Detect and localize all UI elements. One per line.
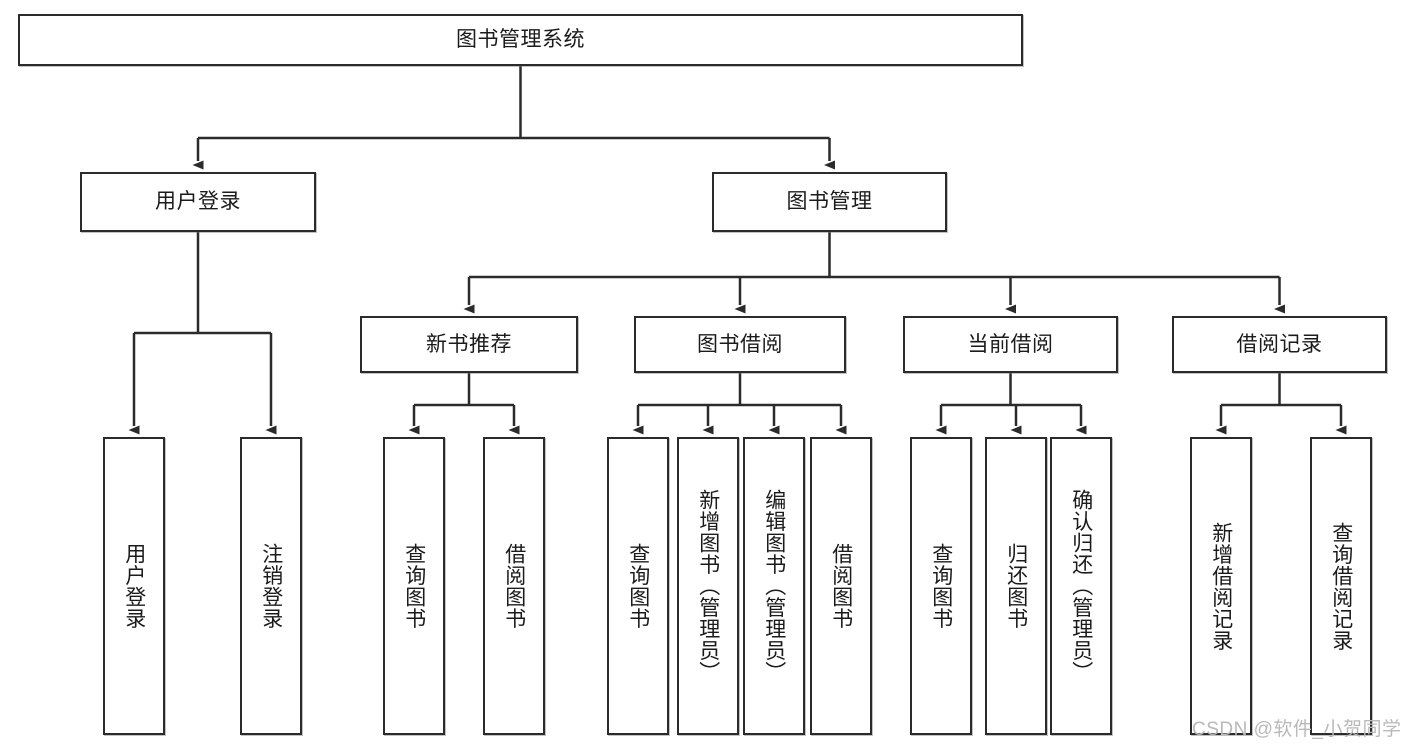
node-root[interactable]: 图书管理系统 <box>18 14 1023 66</box>
node-leaf-records-2[interactable]: 查询借阅记录 <box>1310 437 1372 735</box>
node-leaf-records-1[interactable]: 新增借阅记录 <box>1190 437 1252 735</box>
node-borrow[interactable]: 图书借阅 <box>634 316 846 373</box>
node-label-leaf-borrow-3: 编辑图书（管理员） <box>762 489 786 683</box>
node-newrec[interactable]: 新书推荐 <box>360 316 578 373</box>
csdn-watermark: CSDN @软件_小贺同学 <box>1192 719 1402 740</box>
node-label-leaf-login-2: 注销登录 <box>259 543 283 629</box>
node-label-leaf-borrow-2: 新增图书（管理员） <box>696 489 720 683</box>
node-label-leaf-newrec-2: 借阅图书 <box>502 543 526 629</box>
node-leaf-borrow-4[interactable]: 借阅图书 <box>810 437 872 735</box>
node-leaf-newrec-1[interactable]: 查询图书 <box>383 437 445 735</box>
node-bookmgr[interactable]: 图书管理 <box>712 172 947 232</box>
node-label-leaf-records-1: 新增借阅记录 <box>1209 521 1233 651</box>
node-leaf-login-2[interactable]: 注销登录 <box>240 437 302 735</box>
node-leaf-newrec-2[interactable]: 借阅图书 <box>483 437 545 735</box>
node-leaf-borrow-1[interactable]: 查询图书 <box>607 437 669 735</box>
node-label-login: 用户登录 <box>155 190 241 214</box>
node-leaf-current-3[interactable]: 确认归还（管理员） <box>1050 437 1112 735</box>
node-label-leaf-current-3: 确认归还（管理员） <box>1069 489 1093 683</box>
node-label-leaf-current-2: 归还图书 <box>1004 543 1028 629</box>
node-current[interactable]: 当前借阅 <box>903 316 1118 373</box>
node-label-leaf-records-2: 查询借阅记录 <box>1329 521 1353 651</box>
node-leaf-borrow-2[interactable]: 新增图书（管理员） <box>677 437 739 735</box>
node-label-leaf-borrow-1: 查询图书 <box>626 543 650 629</box>
node-label-leaf-login-1: 用户登录 <box>122 543 146 629</box>
node-leaf-login-1[interactable]: 用户登录 <box>103 437 165 735</box>
node-records[interactable]: 借阅记录 <box>1172 316 1387 373</box>
node-label-root: 图书管理系统 <box>456 28 585 52</box>
node-leaf-current-2[interactable]: 归还图书 <box>985 437 1047 735</box>
node-label-borrow: 图书借阅 <box>697 332 783 356</box>
node-label-current: 当前借阅 <box>967 332 1054 356</box>
node-leaf-current-1[interactable]: 查询图书 <box>910 437 972 735</box>
node-login[interactable]: 用户登录 <box>80 172 316 232</box>
node-leaf-borrow-3[interactable]: 编辑图书（管理员） <box>743 437 805 735</box>
node-label-leaf-newrec-1: 查询图书 <box>402 543 426 629</box>
node-label-leaf-borrow-4: 借阅图书 <box>829 543 853 629</box>
node-label-bookmgr: 图书管理 <box>786 190 873 214</box>
node-label-newrec: 新书推荐 <box>426 332 512 356</box>
node-label-records: 借阅记录 <box>1236 332 1323 356</box>
node-label-leaf-current-1: 查询图书 <box>929 543 953 629</box>
